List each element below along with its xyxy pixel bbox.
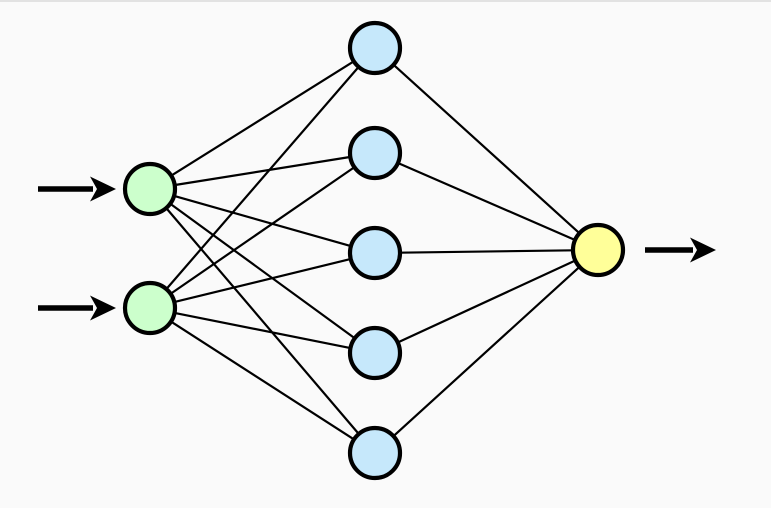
edge-group	[164, 59, 582, 442]
edge-i1-h2	[172, 155, 353, 187]
io-arrow-group	[38, 176, 716, 321]
edge-h3-o1	[397, 249, 576, 254]
hidden-node-1[interactable]	[347, 20, 403, 76]
edge-h5-o1	[391, 264, 582, 439]
edge-i2-h4	[172, 311, 353, 350]
hidden-node-3[interactable]	[347, 225, 403, 281]
edge-h1-o1	[391, 62, 582, 236]
top-border-rule	[0, 0, 771, 2]
edge-i2-h3	[172, 257, 353, 304]
node-group	[122, 20, 626, 481]
edge-h2-o1	[395, 161, 578, 242]
edge-h4-o1	[395, 258, 578, 345]
edge-i2-h2	[168, 165, 357, 296]
edge-i1-h5	[164, 206, 361, 436]
output-node-1[interactable]	[570, 222, 626, 278]
edge-i1-h1	[169, 59, 356, 178]
hidden-node-2[interactable]	[347, 125, 403, 181]
input-node-1[interactable]	[122, 161, 178, 217]
edge-i1-h3	[171, 194, 354, 248]
hidden-node-5[interactable]	[347, 425, 403, 481]
input-node-2[interactable]	[122, 280, 178, 336]
edge-i1-h4	[168, 201, 357, 341]
output-arrow-1	[645, 237, 716, 263]
edge-i2-h5	[168, 319, 357, 442]
input-arrow-2	[38, 295, 116, 321]
edge-i2-h1	[164, 64, 361, 292]
input-arrow-1	[38, 176, 116, 202]
hidden-node-4[interactable]	[347, 325, 403, 381]
